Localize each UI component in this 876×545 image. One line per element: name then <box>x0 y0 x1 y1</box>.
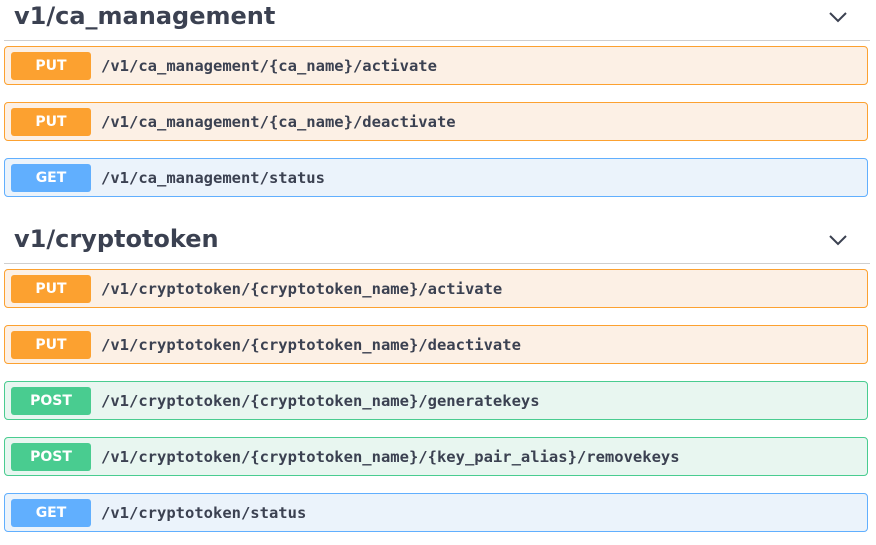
section-title: v1/ca_management <box>14 2 276 30</box>
method-badge: PUT <box>11 331 91 359</box>
method-badge: GET <box>11 499 91 527</box>
operation-put-cryptotoken-activate[interactable]: PUT /v1/cryptotoken/{cryptotoken_name}/a… <box>4 269 868 308</box>
operation-put-ca-deactivate[interactable]: PUT /v1/ca_management/{ca_name}/deactiva… <box>4 102 868 141</box>
operation-post-cryptotoken-generatekeys[interactable]: POST /v1/cryptotoken/{cryptotoken_name}/… <box>4 381 868 420</box>
method-badge: PUT <box>11 275 91 303</box>
operation-post-cryptotoken-removekeys[interactable]: POST /v1/cryptotoken/{cryptotoken_name}/… <box>4 437 868 476</box>
operation-put-cryptotoken-deactivate[interactable]: PUT /v1/cryptotoken/{cryptotoken_name}/d… <box>4 325 868 364</box>
operation-path: /v1/ca_management/{ca_name}/activate <box>101 57 437 75</box>
tag-section-ca-management: v1/ca_management <box>0 0 876 41</box>
tag-header-ca-management[interactable]: v1/ca_management <box>4 0 870 41</box>
operation-path: /v1/cryptotoken/{cryptotoken_name}/deact… <box>101 336 521 354</box>
operation-put-ca-activate[interactable]: PUT /v1/ca_management/{ca_name}/activate <box>4 46 868 85</box>
operation-path: /v1/ca_management/status <box>101 169 325 187</box>
operation-get-cryptotoken-status[interactable]: GET /v1/cryptotoken/status <box>4 493 868 532</box>
method-badge: PUT <box>11 108 91 136</box>
operation-path: /v1/cryptotoken/status <box>101 504 307 522</box>
method-badge: POST <box>11 387 91 415</box>
chevron-down-icon[interactable] <box>828 230 848 250</box>
operation-path: /v1/cryptotoken/{cryptotoken_name}/gener… <box>101 392 540 410</box>
operation-path: /v1/ca_management/{ca_name}/deactivate <box>101 113 456 131</box>
method-badge: PUT <box>11 52 91 80</box>
tag-section-cryptotoken: v1/cryptotoken <box>0 223 876 264</box>
chevron-down-icon[interactable] <box>828 7 848 27</box>
method-badge: GET <box>11 164 91 192</box>
operation-path: /v1/cryptotoken/{cryptotoken_name}/{key_… <box>101 448 680 466</box>
operation-path: /v1/cryptotoken/{cryptotoken_name}/activ… <box>101 280 503 298</box>
tag-header-cryptotoken[interactable]: v1/cryptotoken <box>4 223 870 264</box>
method-badge: POST <box>11 443 91 471</box>
section-title: v1/cryptotoken <box>14 225 219 253</box>
operation-get-ca-status[interactable]: GET /v1/ca_management/status <box>4 158 868 197</box>
